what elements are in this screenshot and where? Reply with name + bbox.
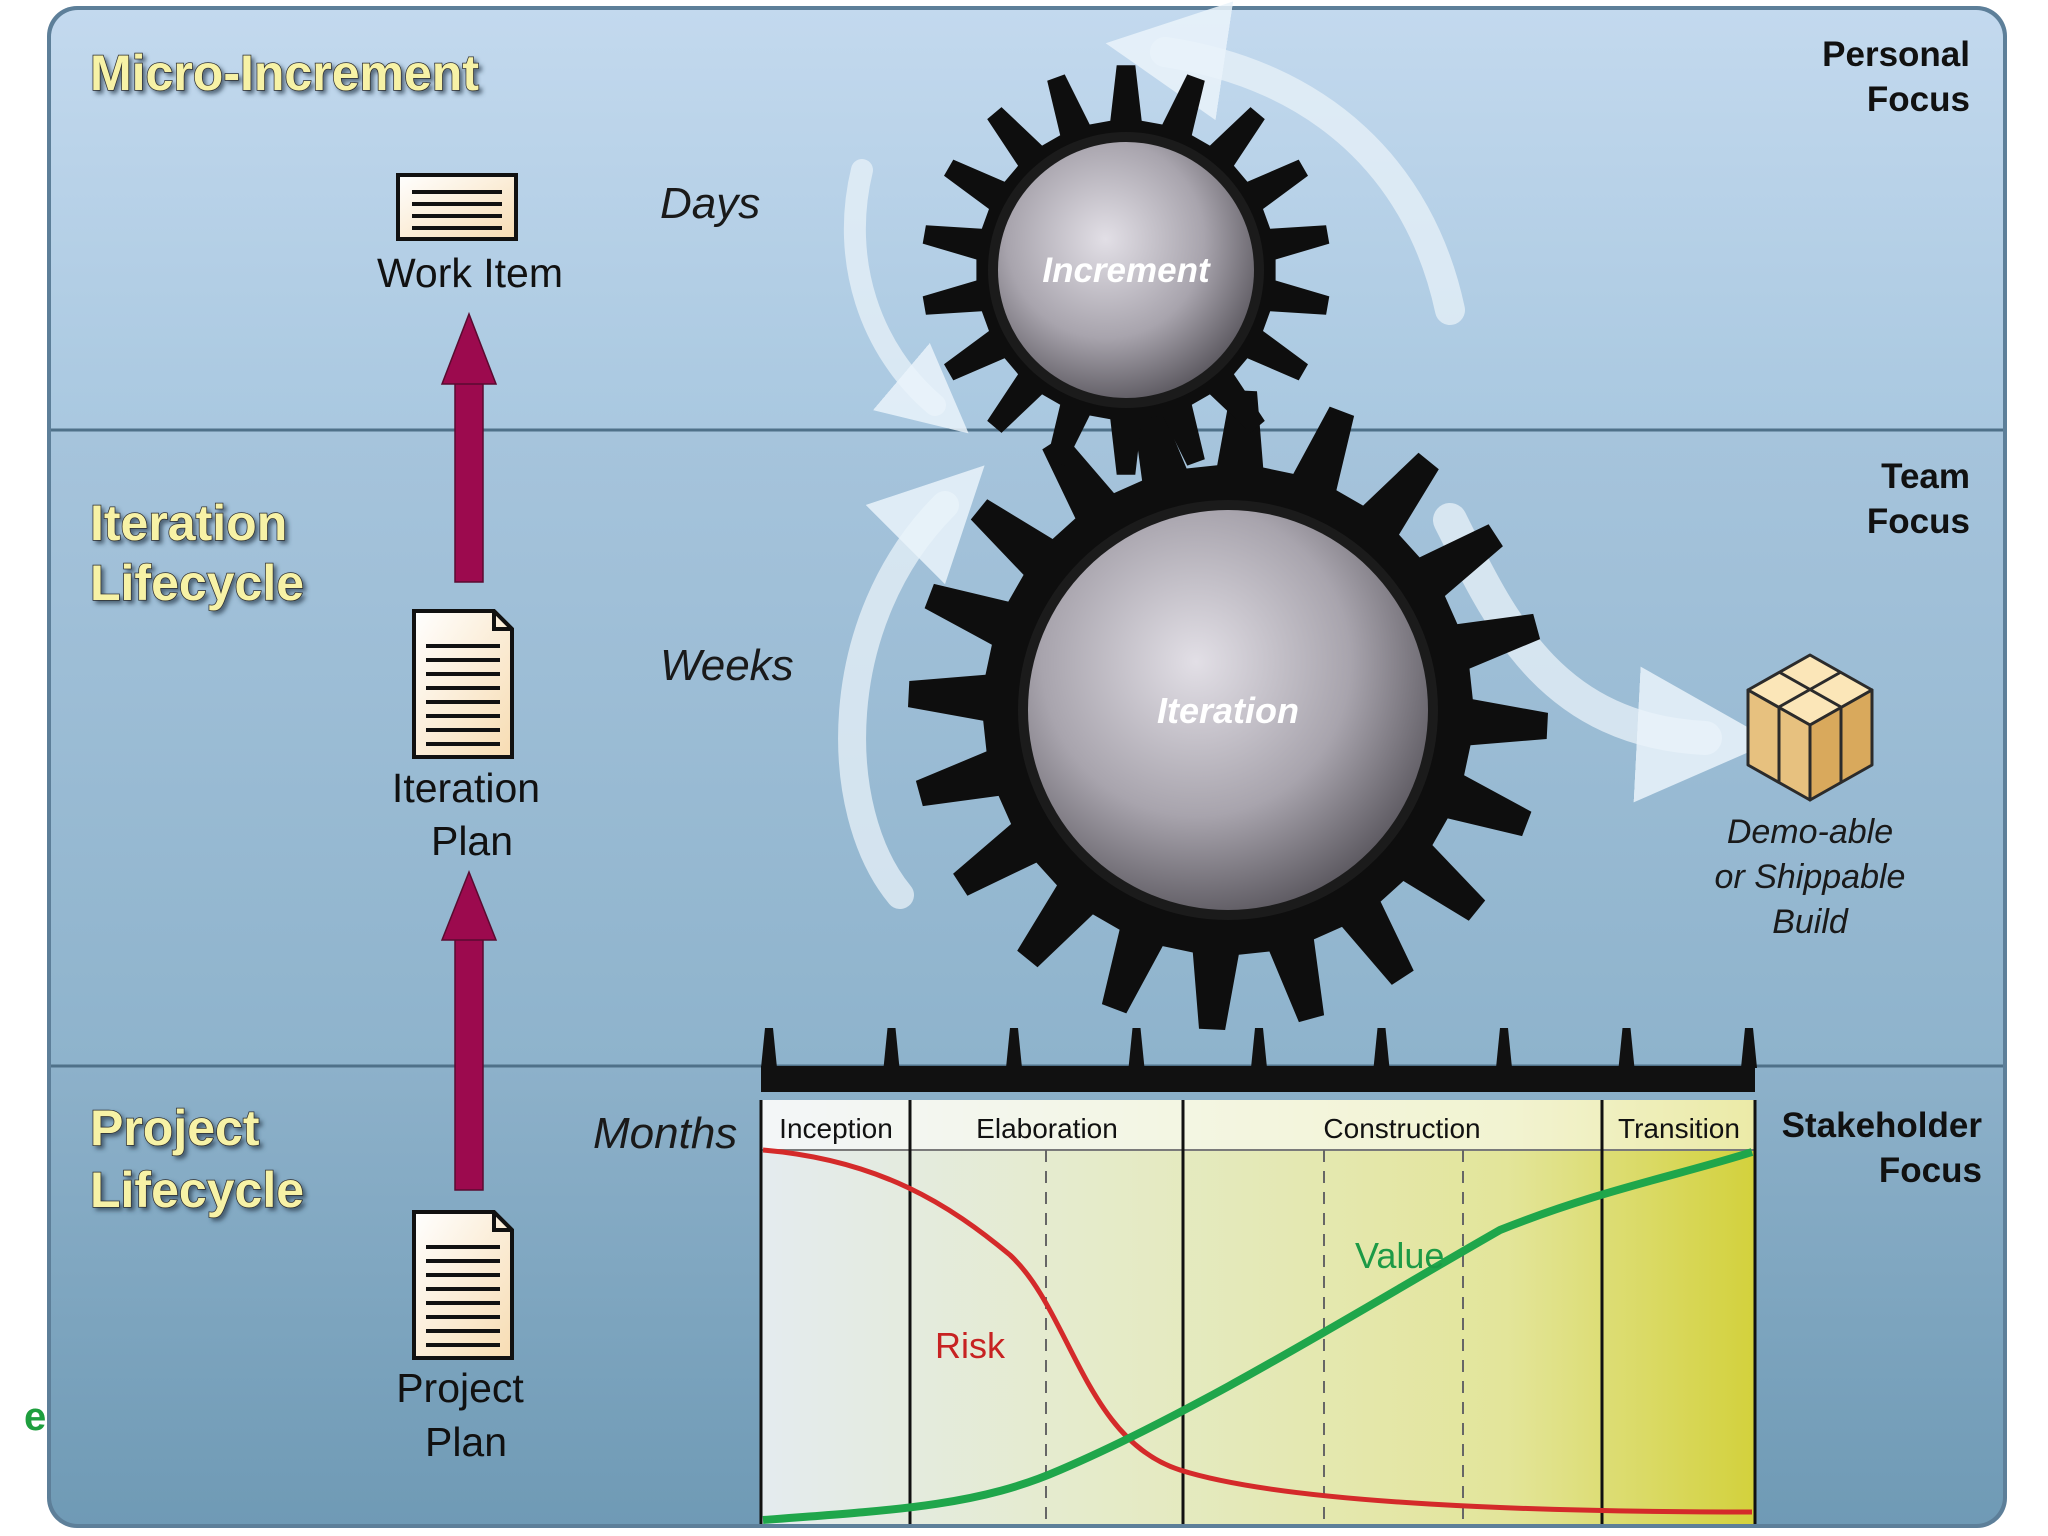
section-title-iteration-line2: Lifecycle [90, 555, 304, 611]
risk-label: Risk [935, 1325, 1006, 1366]
section-title-project-line1: Project [90, 1100, 260, 1156]
iteration-plan-icon [412, 609, 514, 759]
phase-label-elaboration: Elaboration [976, 1113, 1118, 1144]
build-box-icon [1746, 653, 1874, 802]
iteration-plan-label-line1: Iteration [392, 765, 540, 811]
build-label-line2: or Shippable [1715, 858, 1906, 896]
phase-chart: Inception Elaboration Construction Trans… [759, 1100, 1757, 1524]
timescale-days: Days [660, 179, 760, 228]
rack-tooth [1128, 1028, 1145, 1068]
iteration-plan-label-line2: Plan [431, 818, 513, 864]
project-plan-icon [412, 1210, 514, 1360]
iteration-gear-label: Iteration [1157, 690, 1299, 731]
risk-curve [762, 1147, 1753, 1515]
focus-label-team-1: Team [1881, 457, 1970, 496]
up-arrow-icon [440, 869, 498, 1191]
timescale-months: Months [593, 1109, 737, 1158]
iteration-gear [908, 390, 1548, 1030]
work-item-label: Work Item [377, 250, 563, 296]
section-title-micro-increment: Micro-Increment [90, 45, 479, 101]
gear-hub [1028, 510, 1428, 910]
rack-tooth [1618, 1028, 1635, 1068]
rack-tooth [1006, 1028, 1022, 1068]
increment-gear-label: Increment [1042, 251, 1211, 290]
focus-label-personal-1: Personal [1822, 35, 1970, 74]
project-plan-label-line2: Plan [425, 1419, 507, 1465]
phase-label-construction: Construction [1323, 1113, 1480, 1144]
increment-gear [922, 65, 1330, 475]
timescale-weeks: Weeks [660, 641, 794, 690]
rack-tooth [1373, 1028, 1390, 1068]
rack-tooth [1741, 1028, 1757, 1068]
phase-label-transition: Transition [1618, 1113, 1740, 1144]
phase-label-inception: Inception [779, 1113, 893, 1144]
up-arrow-icon [440, 311, 498, 583]
rack-tooth [1496, 1028, 1512, 1068]
project-plan-label-line1: Project [396, 1365, 524, 1411]
work-item-icon [396, 173, 518, 241]
focus-label-personal-2: Focus [1867, 80, 1970, 119]
section-title-iteration-line1: Iteration [90, 495, 287, 551]
gear-hub [998, 142, 1254, 398]
build-label-line1: Demo-able [1727, 813, 1893, 851]
timeline-rack [761, 1028, 1757, 1092]
section-title-project-line2: Lifecycle [90, 1162, 304, 1218]
rack-tooth [761, 1028, 777, 1068]
value-label: Value [1355, 1235, 1444, 1276]
focus-label-stakeholder-1: Stakeholder [1782, 1106, 1983, 1145]
rack-tooth [883, 1028, 900, 1068]
stray-green-mark: e [24, 1395, 46, 1439]
focus-label-team-2: Focus [1867, 502, 1970, 541]
rack-tooth [1251, 1028, 1267, 1068]
build-label-line3: Build [1772, 903, 1849, 941]
value-curve [762, 1148, 1754, 1524]
focus-label-stakeholder-2: Focus [1879, 1151, 1982, 1190]
